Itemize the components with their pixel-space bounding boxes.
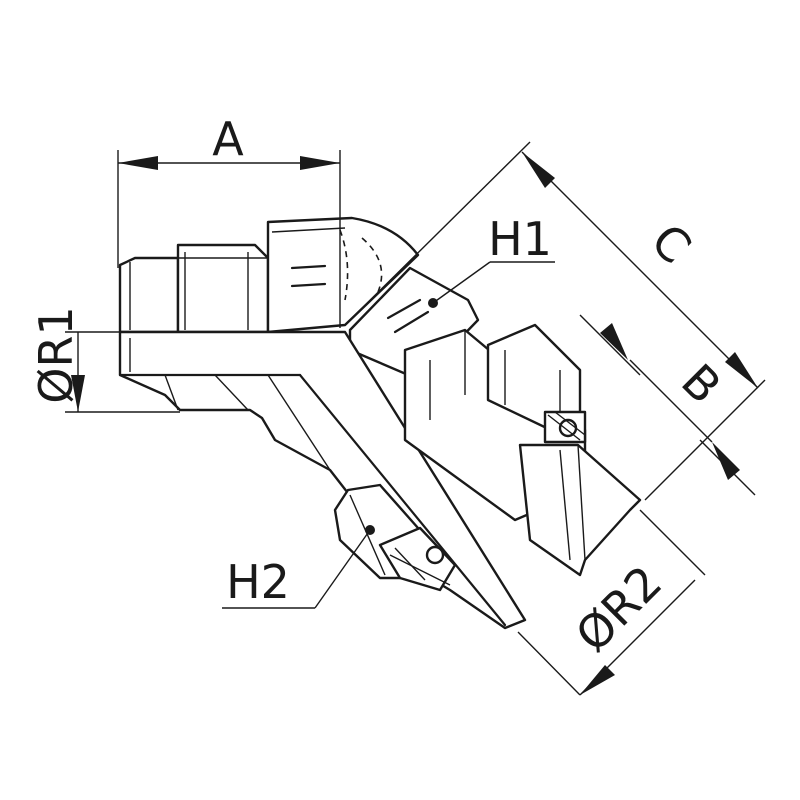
arrow-c-top	[522, 152, 555, 188]
dimension-b: B	[579, 314, 756, 496]
arrow-a-right	[300, 156, 340, 170]
leader-h1: H1	[428, 212, 555, 308]
label-h2: H2	[226, 555, 290, 609]
h2-lower-ring	[378, 526, 457, 592]
arrow-c-bottom	[725, 352, 758, 388]
right-fitting-end	[518, 443, 642, 577]
label-r1: ØR1	[29, 306, 83, 403]
fitting-body	[118, 216, 642, 630]
label-a: A	[212, 112, 244, 166]
arrow-b-bottom	[712, 442, 740, 480]
label-b: B	[671, 353, 732, 414]
arrow-b-top	[600, 323, 628, 360]
arrow-a-left	[118, 156, 158, 170]
dimension-r1: ØR1	[29, 306, 180, 413]
leader-h2: H2	[222, 525, 375, 609]
dimension-a: A	[117, 112, 341, 328]
male-thread-end	[118, 256, 180, 334]
arrow-r2	[580, 665, 615, 695]
elbow-body	[266, 216, 420, 334]
label-c: C	[641, 213, 702, 274]
o-ring-bottom	[425, 545, 445, 565]
arrow-r1	[71, 375, 85, 412]
label-h1: H1	[488, 212, 552, 266]
